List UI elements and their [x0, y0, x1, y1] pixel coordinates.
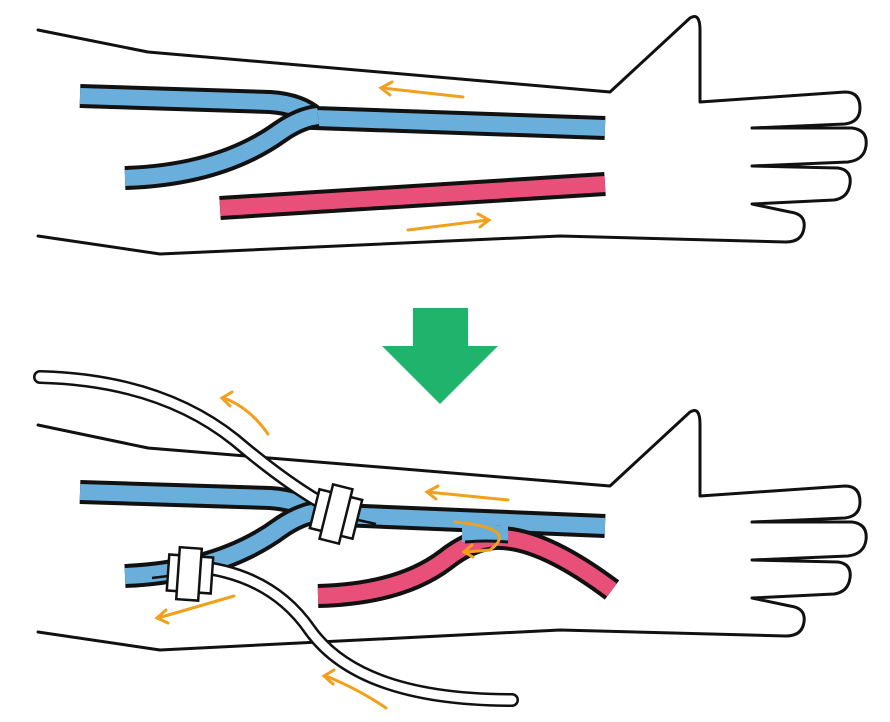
arm-outline-bottom [36, 409, 868, 652]
flow-arrow-icon [219, 390, 270, 436]
dialysis-tube-outflow [33, 370, 352, 522]
artery-bottom [317, 525, 620, 608]
needle-hub-upper [308, 482, 377, 546]
vein-top [79, 84, 606, 190]
flow-arrow-icon [154, 594, 236, 625]
panel-before [36, 15, 868, 256]
down-arrow-icon [382, 308, 498, 404]
panel-after [33, 370, 868, 710]
flow-arrow-icon [321, 668, 388, 710]
anastomosis-junction [453, 520, 509, 559]
flow-arrow-icon [378, 80, 465, 99]
artery-top [219, 172, 606, 220]
needle-hub-lower [151, 545, 215, 602]
flow-arrow-icon [424, 484, 510, 502]
arm-outline-top [36, 15, 868, 256]
dialysis-tube-inflow [183, 559, 519, 707]
flow-arrow-icon [406, 212, 492, 232]
